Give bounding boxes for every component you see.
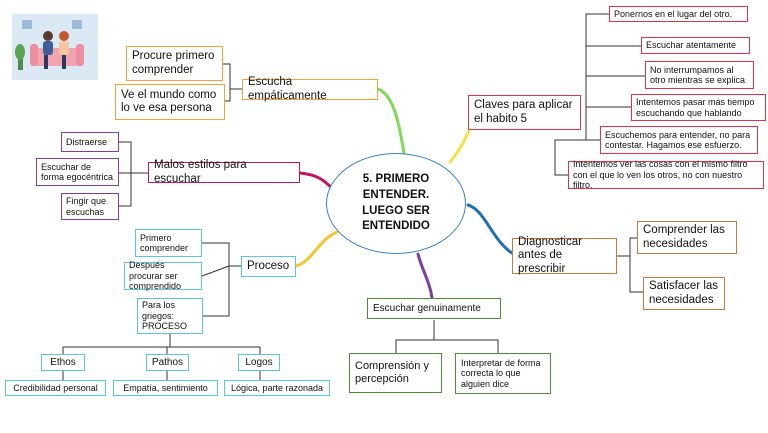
central-topic: 5. PRIMERO ENTENDER. LUEGO SER ENTENDIDO	[326, 153, 466, 254]
interpretar-node: Interpretar de forma correcta lo que alg…	[455, 353, 551, 394]
branch-genuina	[416, 252, 434, 300]
credibilidad-node: Credibilidad personal	[5, 380, 106, 396]
clave-1-node: Ponernos en el lugar del otro.	[609, 6, 748, 22]
para-los-griegos-node: Para los griegos: PROCESO	[137, 298, 203, 334]
satisfacer-necesidades-node: Satisfacer las necesidades	[643, 277, 725, 310]
procure-comprender-node: Procure primero comprender	[126, 46, 223, 81]
comprension-node: Comprensión y percepción	[349, 353, 442, 393]
two-people-on-sofa-illustration	[12, 14, 98, 80]
despues-procurar-node: Después procurar ser comprendido	[124, 260, 202, 291]
egocentrica-node: Escuchar de forma egocéntrica	[36, 158, 119, 186]
logica-node: Lógica, parte razonada	[224, 380, 330, 396]
clave-2-node: Escuchar atentamente	[641, 37, 750, 54]
primero-comprender-node: Primero comprender	[135, 229, 202, 257]
fingir-node: Fingir que escuchas	[61, 193, 119, 220]
branch-claves	[448, 126, 472, 164]
distraerse-node: Distraerse	[61, 132, 119, 152]
ethos-node: Ethos	[41, 354, 85, 371]
clave-5-node: Escuchemos para entender, no para contes…	[600, 126, 758, 154]
branch-malos	[298, 171, 334, 190]
logos-node: Logos	[238, 354, 280, 371]
clave-3-node: No interrumpamos al otro mientras se exp…	[645, 61, 754, 89]
proceso-node: Proceso	[241, 256, 296, 277]
branch-diagnosticar	[466, 203, 514, 255]
empatia-node: Empatía, sentimiento	[113, 380, 218, 396]
pathos-node: Pathos	[146, 354, 189, 371]
clave-4-node: Intentemos pasar más tiempo escuchando q…	[631, 94, 766, 121]
comprender-necesidades-node: Comprender las necesidades	[637, 221, 737, 254]
malos-estilos-node: Malos estilos para escuchar	[148, 159, 300, 185]
escucha-empaticamente-node: Escucha empáticamente	[242, 76, 378, 102]
central-topic-label: 5. PRIMERO ENTENDER. LUEGO SER ENTENDIDO	[362, 173, 430, 233]
branch-proceso	[294, 230, 339, 268]
branch-empatica	[376, 87, 406, 155]
escuchar-genuinamente-node: Escuchar genuinamente	[367, 298, 501, 319]
clave-6-node: Intentemos ver las cosas con el mismo fi…	[568, 159, 764, 190]
diagnosticar-node: Diagnosticar antes de prescribir	[512, 236, 617, 275]
ve-el-mundo-node: Ve el mundo como lo ve esa persona	[115, 84, 225, 120]
claves-node: Claves para aplicar el habito 5	[468, 95, 581, 130]
